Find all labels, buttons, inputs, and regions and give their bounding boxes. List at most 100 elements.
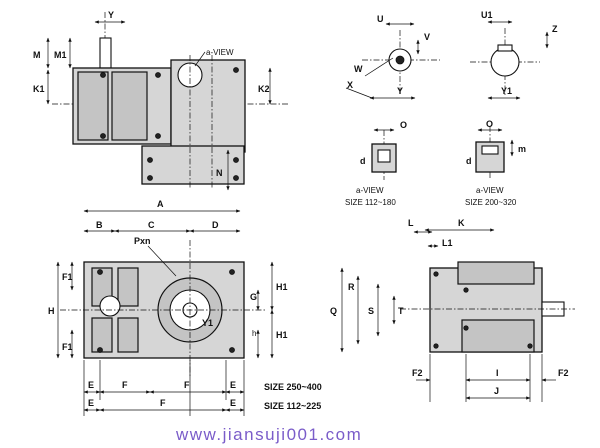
label-size-small-right: SIZE 200~320 — [465, 198, 517, 207]
label-size-mid: SIZE 112~225 — [264, 401, 321, 411]
label-d: D — [212, 220, 219, 230]
label-h1-top: H1 — [276, 282, 288, 292]
bolt-icon — [233, 157, 239, 163]
rib-mid-top — [117, 267, 139, 307]
leader-w — [364, 57, 394, 77]
label-f2-left: F2 — [412, 368, 423, 378]
shaft-section — [490, 47, 520, 77]
key-small — [377, 149, 391, 163]
label-m: M — [33, 50, 41, 60]
top-view: Y M M1 K1 K2 N a-VIEW — [33, 10, 290, 191]
label-c: C — [148, 220, 155, 230]
leader-x — [345, 87, 373, 99]
gearbox-lower-flange — [141, 145, 245, 185]
bolt-icon — [463, 325, 469, 331]
label-m1: M1 — [54, 50, 67, 60]
bolt-icon — [100, 72, 106, 78]
label-y1-front: Y1 — [202, 318, 213, 328]
label-x: X — [347, 80, 353, 90]
leader-pxn — [147, 245, 177, 277]
label-g: G — [250, 292, 257, 302]
label-a-view-small-right: a-VIEW — [476, 186, 504, 195]
front-view: A B C D Pxn H F1 F1 G H1 H1 — [48, 199, 322, 416]
label-o-right: O — [486, 119, 493, 129]
label-k2: K2 — [258, 84, 270, 94]
motor-fin-left — [77, 71, 109, 141]
side-lower-housing — [461, 319, 535, 353]
watermark-text: www.jiansuji001.com — [175, 425, 362, 444]
label-pxn: Pxn — [134, 236, 151, 246]
bolt-icon — [527, 343, 533, 349]
label-b: B — [96, 220, 103, 230]
label-r: R — [348, 282, 355, 292]
label-size-small-left: SIZE 112~180 — [345, 198, 396, 207]
label-h: H — [48, 306, 55, 316]
bolt-icon — [233, 175, 239, 181]
label-m-right: m — [518, 144, 526, 154]
bolt-icon — [97, 347, 103, 353]
bolt-icon — [233, 67, 239, 73]
shaft-hole — [395, 55, 405, 65]
side-upper-housing — [457, 261, 535, 285]
bolt-icon — [97, 269, 103, 275]
label-f-b: F — [184, 380, 190, 390]
side-view: K L L1 Q R S T F2 I F2 J — [330, 218, 575, 402]
label-l: L — [408, 218, 414, 228]
leader-a-view — [194, 51, 206, 67]
label-y-side: Y — [397, 86, 403, 96]
label-o-left: O — [400, 120, 407, 130]
label-e4: E — [230, 398, 236, 408]
label-f1-top: F1 — [62, 272, 73, 282]
label-j: J — [494, 386, 499, 396]
bolt-icon — [155, 72, 161, 78]
input-shaft — [99, 37, 112, 69]
label-q: Q — [330, 306, 337, 316]
label-size-large: SIZE 250~400 — [264, 382, 322, 392]
label-k1: K1 — [33, 84, 45, 94]
label-f-c: F — [160, 398, 166, 408]
rib-left-bottom — [91, 317, 113, 353]
label-t: T — [398, 306, 404, 316]
bolt-icon — [433, 271, 439, 277]
label-f-a: F — [122, 380, 128, 390]
label-e3: E — [88, 398, 94, 408]
label-e2: E — [230, 380, 236, 390]
shaft-key-detail-right: U1 Z Y1 — [470, 10, 558, 100]
label-z: Z — [552, 24, 558, 34]
label-u1: U1 — [481, 10, 493, 20]
label-f1-bottom: F1 — [62, 342, 73, 352]
key-slot — [497, 44, 513, 52]
label-u: U — [377, 14, 384, 24]
key-large — [481, 145, 499, 155]
label-n: N — [216, 168, 223, 178]
label-k: K — [458, 218, 465, 228]
label-i: I — [496, 368, 499, 378]
a-view-detail-small: O d a-VIEW SIZE 112~180 — [345, 120, 407, 207]
input-bearing — [99, 295, 121, 317]
label-a: A — [157, 199, 164, 209]
label-y: Y — [108, 10, 114, 20]
label-d-right: d — [466, 156, 472, 166]
bolt-icon — [229, 269, 235, 275]
label-s: S — [368, 306, 374, 316]
a-view-detail-large: O m d a-VIEW SIZE 200~320 — [465, 119, 526, 207]
label-e1: E — [88, 380, 94, 390]
motor-fin-mid — [111, 71, 148, 141]
label-w: W — [354, 64, 363, 74]
shaft-key-detail-left: U V W X Y — [345, 14, 440, 100]
bolt-icon — [155, 133, 161, 139]
bolt-icon — [100, 133, 106, 139]
bolt-icon — [463, 287, 469, 293]
label-y1-side: Y1 — [501, 86, 512, 96]
label-h-small: h — [252, 329, 256, 338]
bolt-icon — [147, 157, 153, 163]
label-a-view: a-VIEW — [206, 48, 234, 57]
rib-mid-bottom — [117, 317, 139, 353]
label-l1: L1 — [442, 238, 453, 248]
bolt-icon — [433, 343, 439, 349]
label-a-view-small-left: a-VIEW — [356, 186, 384, 195]
label-d-left: d — [360, 156, 366, 166]
label-v: V — [424, 32, 430, 42]
label-f2-right: F2 — [558, 368, 569, 378]
